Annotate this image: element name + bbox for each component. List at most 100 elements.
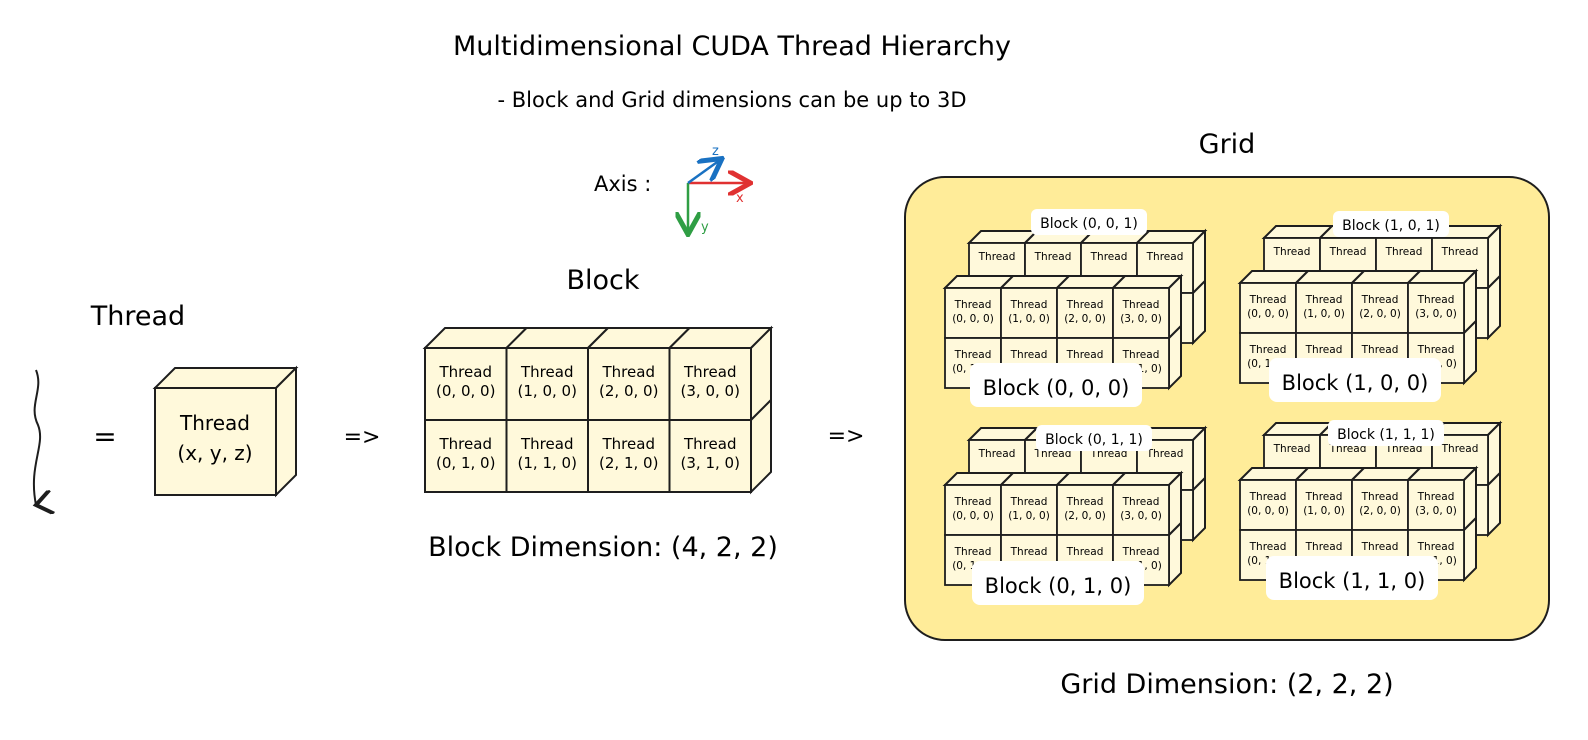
grid-dimension: Grid Dimension: (2, 2, 2) bbox=[1060, 669, 1393, 700]
block-section-label: Block bbox=[566, 265, 639, 296]
mini-thread-index: (3, 0, 0) bbox=[1415, 308, 1457, 320]
mini-thread-label: Thread bbox=[1329, 246, 1367, 258]
mini-thread-label: Thread bbox=[1146, 251, 1184, 263]
mini-thread-label: Thread bbox=[1361, 344, 1399, 356]
mini-thread-label: Thread bbox=[954, 349, 992, 361]
mini-thread-label: Thread bbox=[1066, 349, 1104, 361]
block-thread-cell: Thread(0, 1, 0) bbox=[424, 419, 508, 493]
mini-thread-cell: Thread(3, 0, 0) bbox=[1112, 287, 1170, 339]
mini-thread-label: Thread bbox=[954, 546, 992, 558]
mini-thread-label: Thread bbox=[1066, 299, 1104, 311]
thread-cell-label: Thread bbox=[439, 363, 492, 381]
mini-thread-label: Thread bbox=[1385, 246, 1423, 258]
thread-cell-index: (0, 0, 0) bbox=[436, 382, 495, 400]
mini-side-face bbox=[1487, 470, 1501, 538]
thread-cell-index: (1, 1, 0) bbox=[518, 454, 577, 472]
thread-cell-index: (3, 0, 0) bbox=[681, 382, 740, 400]
mini-thread-label: Thread bbox=[954, 299, 992, 311]
mini-thread-label: Thread bbox=[1273, 246, 1311, 258]
mini-thread-index: (0, 0, 0) bbox=[952, 313, 994, 325]
mini-thread-label: Thread bbox=[1146, 448, 1184, 460]
mini-side-face bbox=[1168, 323, 1182, 391]
block-dimension: Block Dimension: (4, 2, 2) bbox=[428, 532, 778, 563]
thread-cube-line1: Thread bbox=[179, 411, 250, 435]
grid-block-front: Thread(0, 0, 0)Thread(1, 0, 0)Thread(2, … bbox=[1237, 465, 1479, 600]
mini-thread-index: (1, 0, 0) bbox=[1008, 313, 1050, 325]
mini-thread-index: (1, 0, 0) bbox=[1303, 308, 1345, 320]
mini-thread-label: Thread bbox=[1122, 349, 1160, 361]
grid-block-front: Thread (0, 0, 0) Thread (1, 0, 0) Thread (2, … bbox=[942, 273, 1184, 407]
mini-thread-label: Thread bbox=[1441, 246, 1479, 258]
thread-cell-label: Thread bbox=[683, 363, 736, 381]
front-block-tag bbox=[970, 363, 1142, 407]
axis-label: Axis : bbox=[594, 172, 651, 196]
back-block-label: Block (1, 0, 1) bbox=[1342, 218, 1440, 234]
mini-thread-cell: Thread(0, 0, 0) bbox=[1239, 479, 1297, 531]
mini-side-face bbox=[1463, 515, 1477, 583]
back-block-label: Block (0, 1, 1) bbox=[1045, 432, 1143, 448]
z-axis-label: z bbox=[712, 144, 719, 159]
block-thread-cell: Thread(1, 1, 0) bbox=[505, 419, 589, 493]
mini-thread-label: Thread bbox=[1305, 294, 1343, 306]
mini-thread-cell: Thread (1, 0, 0) bbox=[1000, 287, 1058, 339]
mini-thread-label: Thread bbox=[1010, 349, 1048, 361]
mini-thread-label: Thread bbox=[1305, 344, 1343, 356]
mini-thread-label: Thread bbox=[1122, 496, 1160, 508]
grid-block-front: Thread (0, 0, 0) Thread (1, 0, 0) Thread(2, … bbox=[1237, 268, 1479, 402]
mini-thread-cell: Thread(3, 0, 0) bbox=[1407, 479, 1465, 531]
mini-thread-label: Thread bbox=[978, 251, 1016, 263]
z-axis-arrow bbox=[687, 160, 720, 185]
squiggle-arrow bbox=[34, 369, 40, 505]
thread-cell-label: Thread bbox=[439, 435, 492, 453]
mini-thread-label: Thread bbox=[1361, 541, 1399, 553]
mini-thread-index: (0, 0, 0) bbox=[952, 510, 994, 522]
block-cube: Thread(0, 0, 0)Thread(1, 0, 0)Thread(2, … bbox=[422, 325, 774, 495]
mini-side-face bbox=[1487, 273, 1501, 341]
mini-thread-cell: Thread(2, 0, 0) bbox=[1056, 484, 1114, 536]
thread-cube: Thread (x, y, z) bbox=[152, 365, 299, 498]
mini-thread-label: Thread bbox=[1066, 496, 1104, 508]
mini-thread-index: (0, 0, 0) bbox=[1247, 308, 1289, 320]
mini-side-face bbox=[1463, 318, 1477, 386]
diagram-subtitle: - Block and Grid dimensions can be up to… bbox=[498, 88, 967, 112]
mini-thread-cell: Thread (3, 0, 0) bbox=[1407, 282, 1465, 334]
mini-thread-label: Thread bbox=[1273, 443, 1311, 455]
mini-thread-index: (2, 0, 0) bbox=[1064, 313, 1106, 325]
mini-thread-label: Thread bbox=[1305, 491, 1343, 503]
mini-thread-label: Thread bbox=[1441, 443, 1479, 455]
thread-cell-index: (0, 1, 0) bbox=[436, 454, 495, 472]
mini-thread-label: Thread bbox=[1361, 294, 1399, 306]
mini-thread-label: Thread bbox=[1361, 491, 1399, 503]
thread-cell-label: Thread bbox=[683, 435, 736, 453]
block-thread-cell: Thread(2, 0, 0) bbox=[587, 347, 671, 421]
mini-thread-label: Thread bbox=[1122, 546, 1160, 558]
mini-thread-cell: Thread(2, 0, 0) bbox=[1351, 282, 1409, 334]
block-thread-cell: Thread(2, 1, 0) bbox=[587, 419, 671, 493]
thread-cell-index: (1, 0, 0) bbox=[518, 382, 577, 400]
grid-section-label: Grid bbox=[1199, 129, 1256, 160]
mini-thread-cell: Thread(1, 0, 0) bbox=[1295, 479, 1353, 531]
front-block-label: Block (0, 1, 0) bbox=[985, 574, 1132, 598]
mini-thread-label: Thread bbox=[1010, 299, 1048, 311]
thread-cell-index: (2, 1, 0) bbox=[599, 454, 658, 472]
diagram-title: Multidimensional CUDA Thread Hierarchy bbox=[453, 31, 1011, 62]
block-to-grid-arrow: => bbox=[828, 424, 865, 449]
mini-thread-label: Thread bbox=[1417, 491, 1455, 503]
mini-thread-cell: Thread(0, 0, 0) bbox=[944, 484, 1002, 536]
thread-cell-label: Thread bbox=[602, 435, 655, 453]
block-thread-cell: Thread(0, 0, 0) bbox=[424, 347, 508, 421]
mini-thread-label: Thread bbox=[1417, 294, 1455, 306]
thread-to-block-arrow: => bbox=[344, 425, 381, 450]
mini-thread-index: (3, 0, 0) bbox=[1120, 510, 1162, 522]
mini-thread-label: Thread bbox=[1417, 541, 1455, 553]
equals-sign: = bbox=[93, 420, 116, 453]
thread-cell-label: Thread bbox=[520, 363, 573, 381]
block-thread-cell: Thread(1, 0, 0) bbox=[505, 347, 589, 421]
thread-cell-label: Thread bbox=[520, 435, 573, 453]
mini-side-face bbox=[1192, 475, 1206, 543]
y-axis-label: y bbox=[701, 220, 709, 235]
